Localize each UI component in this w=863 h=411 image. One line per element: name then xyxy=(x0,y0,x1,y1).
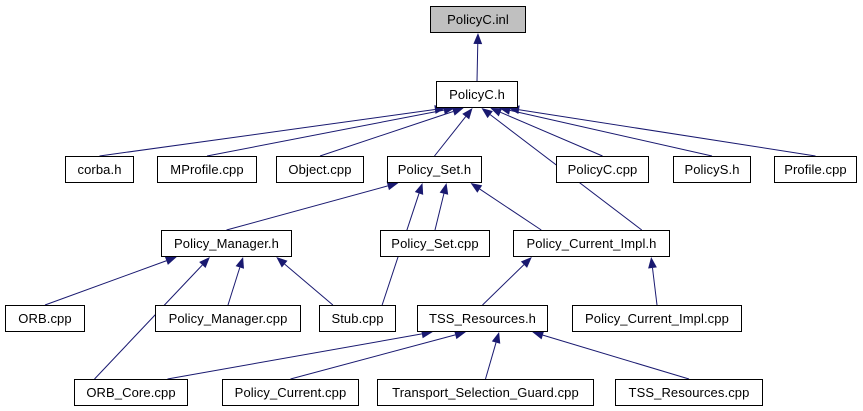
graph-edge-policy_manager_h-to-policy_set_h xyxy=(226,185,388,231)
graph-node-corba_h[interactable]: corba.h xyxy=(65,156,134,183)
graph-edge-arrowhead xyxy=(648,257,657,269)
graph-node-policy_set_cpp[interactable]: Policy_Set.cpp xyxy=(380,230,490,257)
graph-edge-arrowhead xyxy=(520,257,532,268)
graph-edge-arrowhead xyxy=(532,330,545,340)
graph-node-orb_core_cpp[interactable]: ORB_Core.cpp xyxy=(74,379,188,406)
graph-node-object_cpp[interactable]: Object.cpp xyxy=(276,156,364,183)
graph-node-policyc_cpp[interactable]: PolicyC.cpp xyxy=(556,156,649,183)
graph-node-policys_h[interactable]: PolicyS.h xyxy=(673,156,751,183)
graph-node-label: Policy_Set.cpp xyxy=(391,236,479,251)
graph-edge-tss_resources_cpp-to-tss_resources_h xyxy=(542,334,690,380)
graph-node-label: Object.cpp xyxy=(288,162,352,177)
graph-edge-arrowhead xyxy=(490,108,503,117)
graph-node-profile_cpp[interactable]: Profile.cpp xyxy=(774,156,857,183)
graph-edge-arrowhead xyxy=(164,256,177,265)
graph-edge-arrowhead xyxy=(462,108,473,120)
graph-edge-policyc_h-to-policyc_inl xyxy=(476,43,479,82)
graph-edge-profile_cpp-to-policyc_h xyxy=(518,109,816,157)
graph-edge-arrowhead xyxy=(276,257,288,268)
graph-node-label: corba.h xyxy=(77,162,122,177)
graph-node-label: Policy_Current.cpp xyxy=(234,385,347,400)
graph-node-transport_selection_guard_cpp[interactable]: Transport_Selection_Guard.cpp xyxy=(377,379,594,406)
graph-node-mprofile_cpp[interactable]: MProfile.cpp xyxy=(157,156,257,183)
graph-node-label: Policy_Manager.h xyxy=(174,236,279,251)
graph-edge-arrowhead xyxy=(481,108,493,119)
graph-edge-mprofile_cpp-to-policyc_h xyxy=(206,109,445,157)
graph-edge-arrowhead xyxy=(451,107,464,116)
graph-edge-arrowhead xyxy=(491,332,501,344)
graph-edge-arrowhead xyxy=(199,257,210,269)
graph-node-label: Policy_Set.h xyxy=(397,162,472,177)
graph-edge-policy_current_impl_cpp-to-policy_current_impl_h xyxy=(651,267,658,306)
graph-edge-arrowhead xyxy=(235,257,244,269)
graph-node-orb_cpp[interactable]: ORB.cpp xyxy=(5,305,85,332)
graph-node-stub_cpp[interactable]: Stub.cpp xyxy=(319,305,396,332)
graph-node-policyc_inl[interactable]: PolicyC.inl xyxy=(430,6,526,33)
graph-node-policy_current_cpp[interactable]: Policy_Current.cpp xyxy=(222,379,359,406)
graph-node-label: TSS_Resources.cpp xyxy=(628,385,750,400)
graph-edge-arrowhead xyxy=(439,183,449,195)
graph-edge-policy_set_h-to-policyc_h xyxy=(434,116,467,157)
graph-edge-arrowhead xyxy=(470,183,483,193)
graph-node-policyc_h[interactable]: PolicyC.h xyxy=(436,81,518,108)
graph-node-label: Policy_Manager.cpp xyxy=(168,311,288,326)
graph-edge-policys_h-to-policyc_h xyxy=(509,109,713,157)
graph-node-label: Transport_Selection_Guard.cpp xyxy=(392,385,579,400)
graph-node-label: TSS_Resources.h xyxy=(429,311,536,326)
graph-node-label: PolicyC.cpp xyxy=(567,162,638,177)
graph-edge-orb_core_cpp-to-tss_resources_h xyxy=(167,333,422,380)
graph-edge-policyc_cpp-to-policyc_h xyxy=(500,111,603,157)
graph-node-label: PolicyC.inl xyxy=(447,12,509,27)
graph-node-policy_current_impl_h[interactable]: Policy_Current_Impl.h xyxy=(513,230,670,257)
graph-edge-policy_manager_cpp-to-policy_manager_h xyxy=(227,267,241,306)
graph-edge-transport_selection_guard_cpp-to-tss_resources_h xyxy=(485,342,497,380)
graph-edge-policy_set_cpp-to-policy_set_h xyxy=(434,193,445,231)
graph-edge-policy_current_impl_h-to-policy_set_h xyxy=(479,188,542,231)
graph-node-tss_resources_h[interactable]: TSS_Resources.h xyxy=(417,305,548,332)
graph-edge-orb_cpp-to-policy_manager_h xyxy=(44,260,167,306)
graph-edge-arrowhead xyxy=(473,33,483,45)
graph-edge-stub_cpp-to-policy_manager_h xyxy=(284,263,334,306)
graph-edge-policy_current_cpp-to-tss_resources_h xyxy=(290,334,456,380)
graph-node-policy_current_impl_cpp[interactable]: Policy_Current_Impl.cpp xyxy=(572,305,742,332)
graph-node-label: Policy_Current_Impl.cpp xyxy=(585,311,729,326)
graph-node-label: Stub.cpp xyxy=(331,311,384,326)
graph-node-policy_set_h[interactable]: Policy_Set.h xyxy=(387,156,482,183)
graph-edge-arrowhead xyxy=(414,183,424,195)
graph-edge-tss_resources_h-to-policy_current_impl_h xyxy=(482,264,525,306)
graph-node-label: PolicyS.h xyxy=(684,162,740,177)
graph-edge-object_cpp-to-policyc_h xyxy=(319,111,454,157)
graph-node-policy_manager_cpp[interactable]: Policy_Manager.cpp xyxy=(155,305,301,332)
graph-node-label: Profile.cpp xyxy=(784,162,847,177)
graph-node-policy_manager_h[interactable]: Policy_Manager.h xyxy=(161,230,292,257)
graph-node-tss_resources_cpp[interactable]: TSS_Resources.cpp xyxy=(615,379,763,406)
graph-edge-corba_h-to-policyc_h xyxy=(99,109,436,157)
graph-node-label: ORB_Core.cpp xyxy=(86,385,176,400)
graph-node-label: Policy_Current_Impl.h xyxy=(526,236,657,251)
graph-node-label: MProfile.cpp xyxy=(170,162,244,177)
graph-node-label: ORB.cpp xyxy=(18,311,72,326)
graph-node-label: PolicyC.h xyxy=(449,87,505,102)
